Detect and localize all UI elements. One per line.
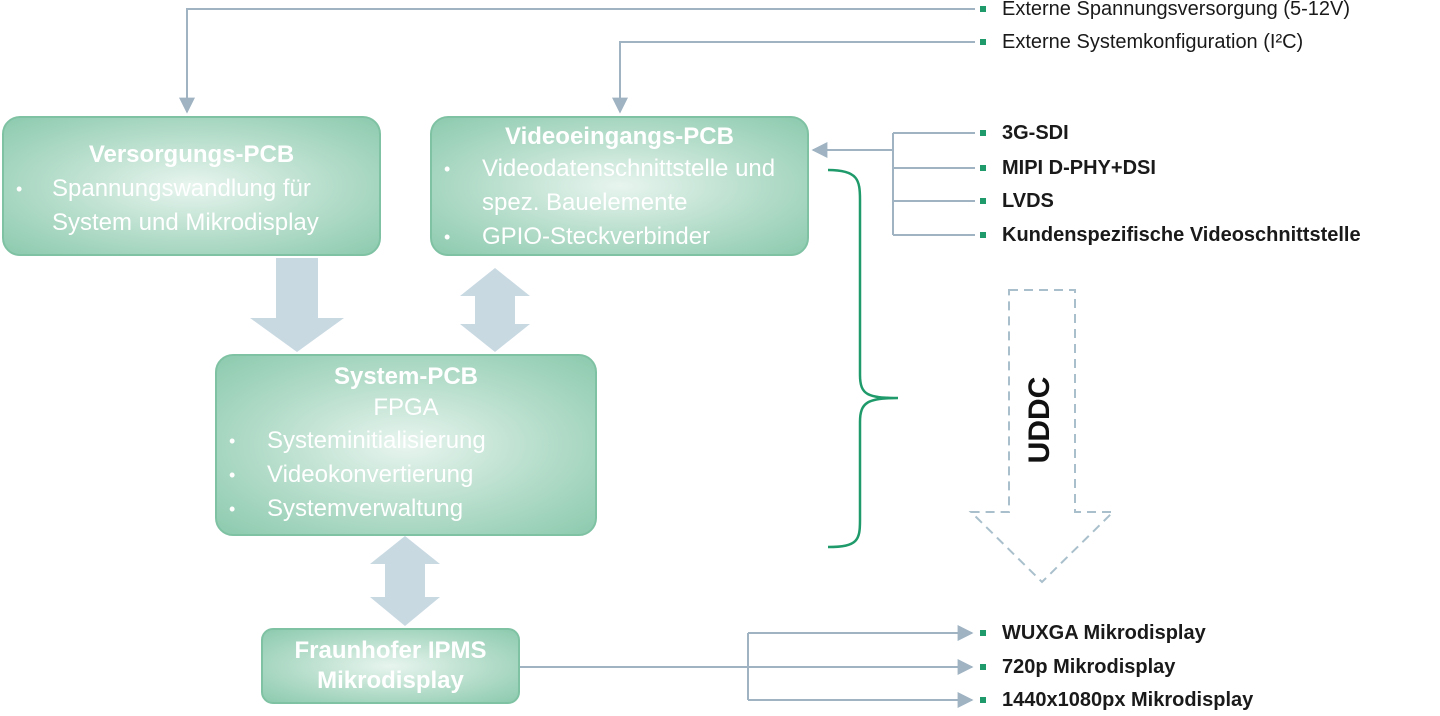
video-interface-item: 3G-SDI [1002, 122, 1069, 144]
video-interface-item: Kundenspezifische Videoschnittstelle [1002, 224, 1361, 246]
videoeingangs-pcb-title: Videoeingangs-PCB [505, 123, 734, 150]
system-pcb-item: Videokonvertierung [217, 458, 595, 492]
system-pcb-title: System-PCB [333, 363, 479, 390]
mikrodisplay-title-line2: Mikrodisplay [317, 667, 464, 694]
mikrodisplay-box: Fraunhofer IPMS Mikrodisplay [261, 628, 520, 704]
videoeingangs-pcb-list: Videodatenschnittstelle und spez. Bauele… [432, 152, 807, 254]
list-markers [980, 6, 986, 703]
system-pcb-list: Systeminitialisierung Videokonvertierung… [217, 424, 595, 526]
config-connector [612, 41, 975, 114]
display-item: WUXGA Mikrodisplay [1002, 622, 1206, 644]
block-arrow-video-system [460, 268, 530, 352]
video-interface-item: MIPI D-PHY+DSI [1002, 157, 1156, 179]
uddc-label: UDDC [1023, 376, 1056, 464]
block-arrow-system-display [370, 536, 440, 626]
videoeingangs-pcb-item: Videodatenschnittstelle und spez. Bauele… [432, 152, 807, 220]
mikrodisplay-title-line1: Fraunhofer IPMS [294, 637, 487, 664]
videoeingangs-pcb-box: Videoeingangs-PCB Videodatenschnittstell… [430, 116, 809, 256]
external-input-config: Externe Systemkonfiguration (I²C) [1002, 31, 1304, 53]
display-item: 1440x1080px Mikrodisplay [1002, 689, 1254, 711]
system-pcb-item: Systemverwaltung [217, 492, 595, 526]
system-pcb-box: System-PCB FPGA Systeminitialisierung Vi… [215, 354, 597, 536]
supply-connector [179, 8, 975, 114]
versorgungs-pcb-list: Spannungswandlung für System und Mikrodi… [4, 172, 379, 240]
videoeingangs-pcb-item: GPIO-Steckverbinder [432, 220, 807, 254]
display-item: 720p Mikrodisplay [1002, 656, 1176, 678]
system-pcb-item: Systeminitialisierung [217, 424, 595, 458]
versorgungs-pcb-title: Versorgungs-PCB [88, 141, 295, 168]
external-input-supply: Externe Spannungsversorgung (5-12V) [1002, 0, 1350, 20]
video-interface-connectors [811, 132, 975, 236]
versorgungs-pcb-item: Spannungswandlung für System und Mikrodi… [4, 172, 379, 240]
uddc-arrow [968, 289, 1116, 584]
uddc-brace [827, 168, 899, 549]
display-connectors [520, 625, 974, 708]
versorgungs-pcb-box: Versorgungs-PCB Spannungswandlung für Sy… [2, 116, 381, 256]
system-pcb-subtitle: FPGA [373, 394, 439, 421]
block-arrow-supply-to-system [250, 258, 344, 352]
video-interface-item: LVDS [1002, 190, 1054, 212]
